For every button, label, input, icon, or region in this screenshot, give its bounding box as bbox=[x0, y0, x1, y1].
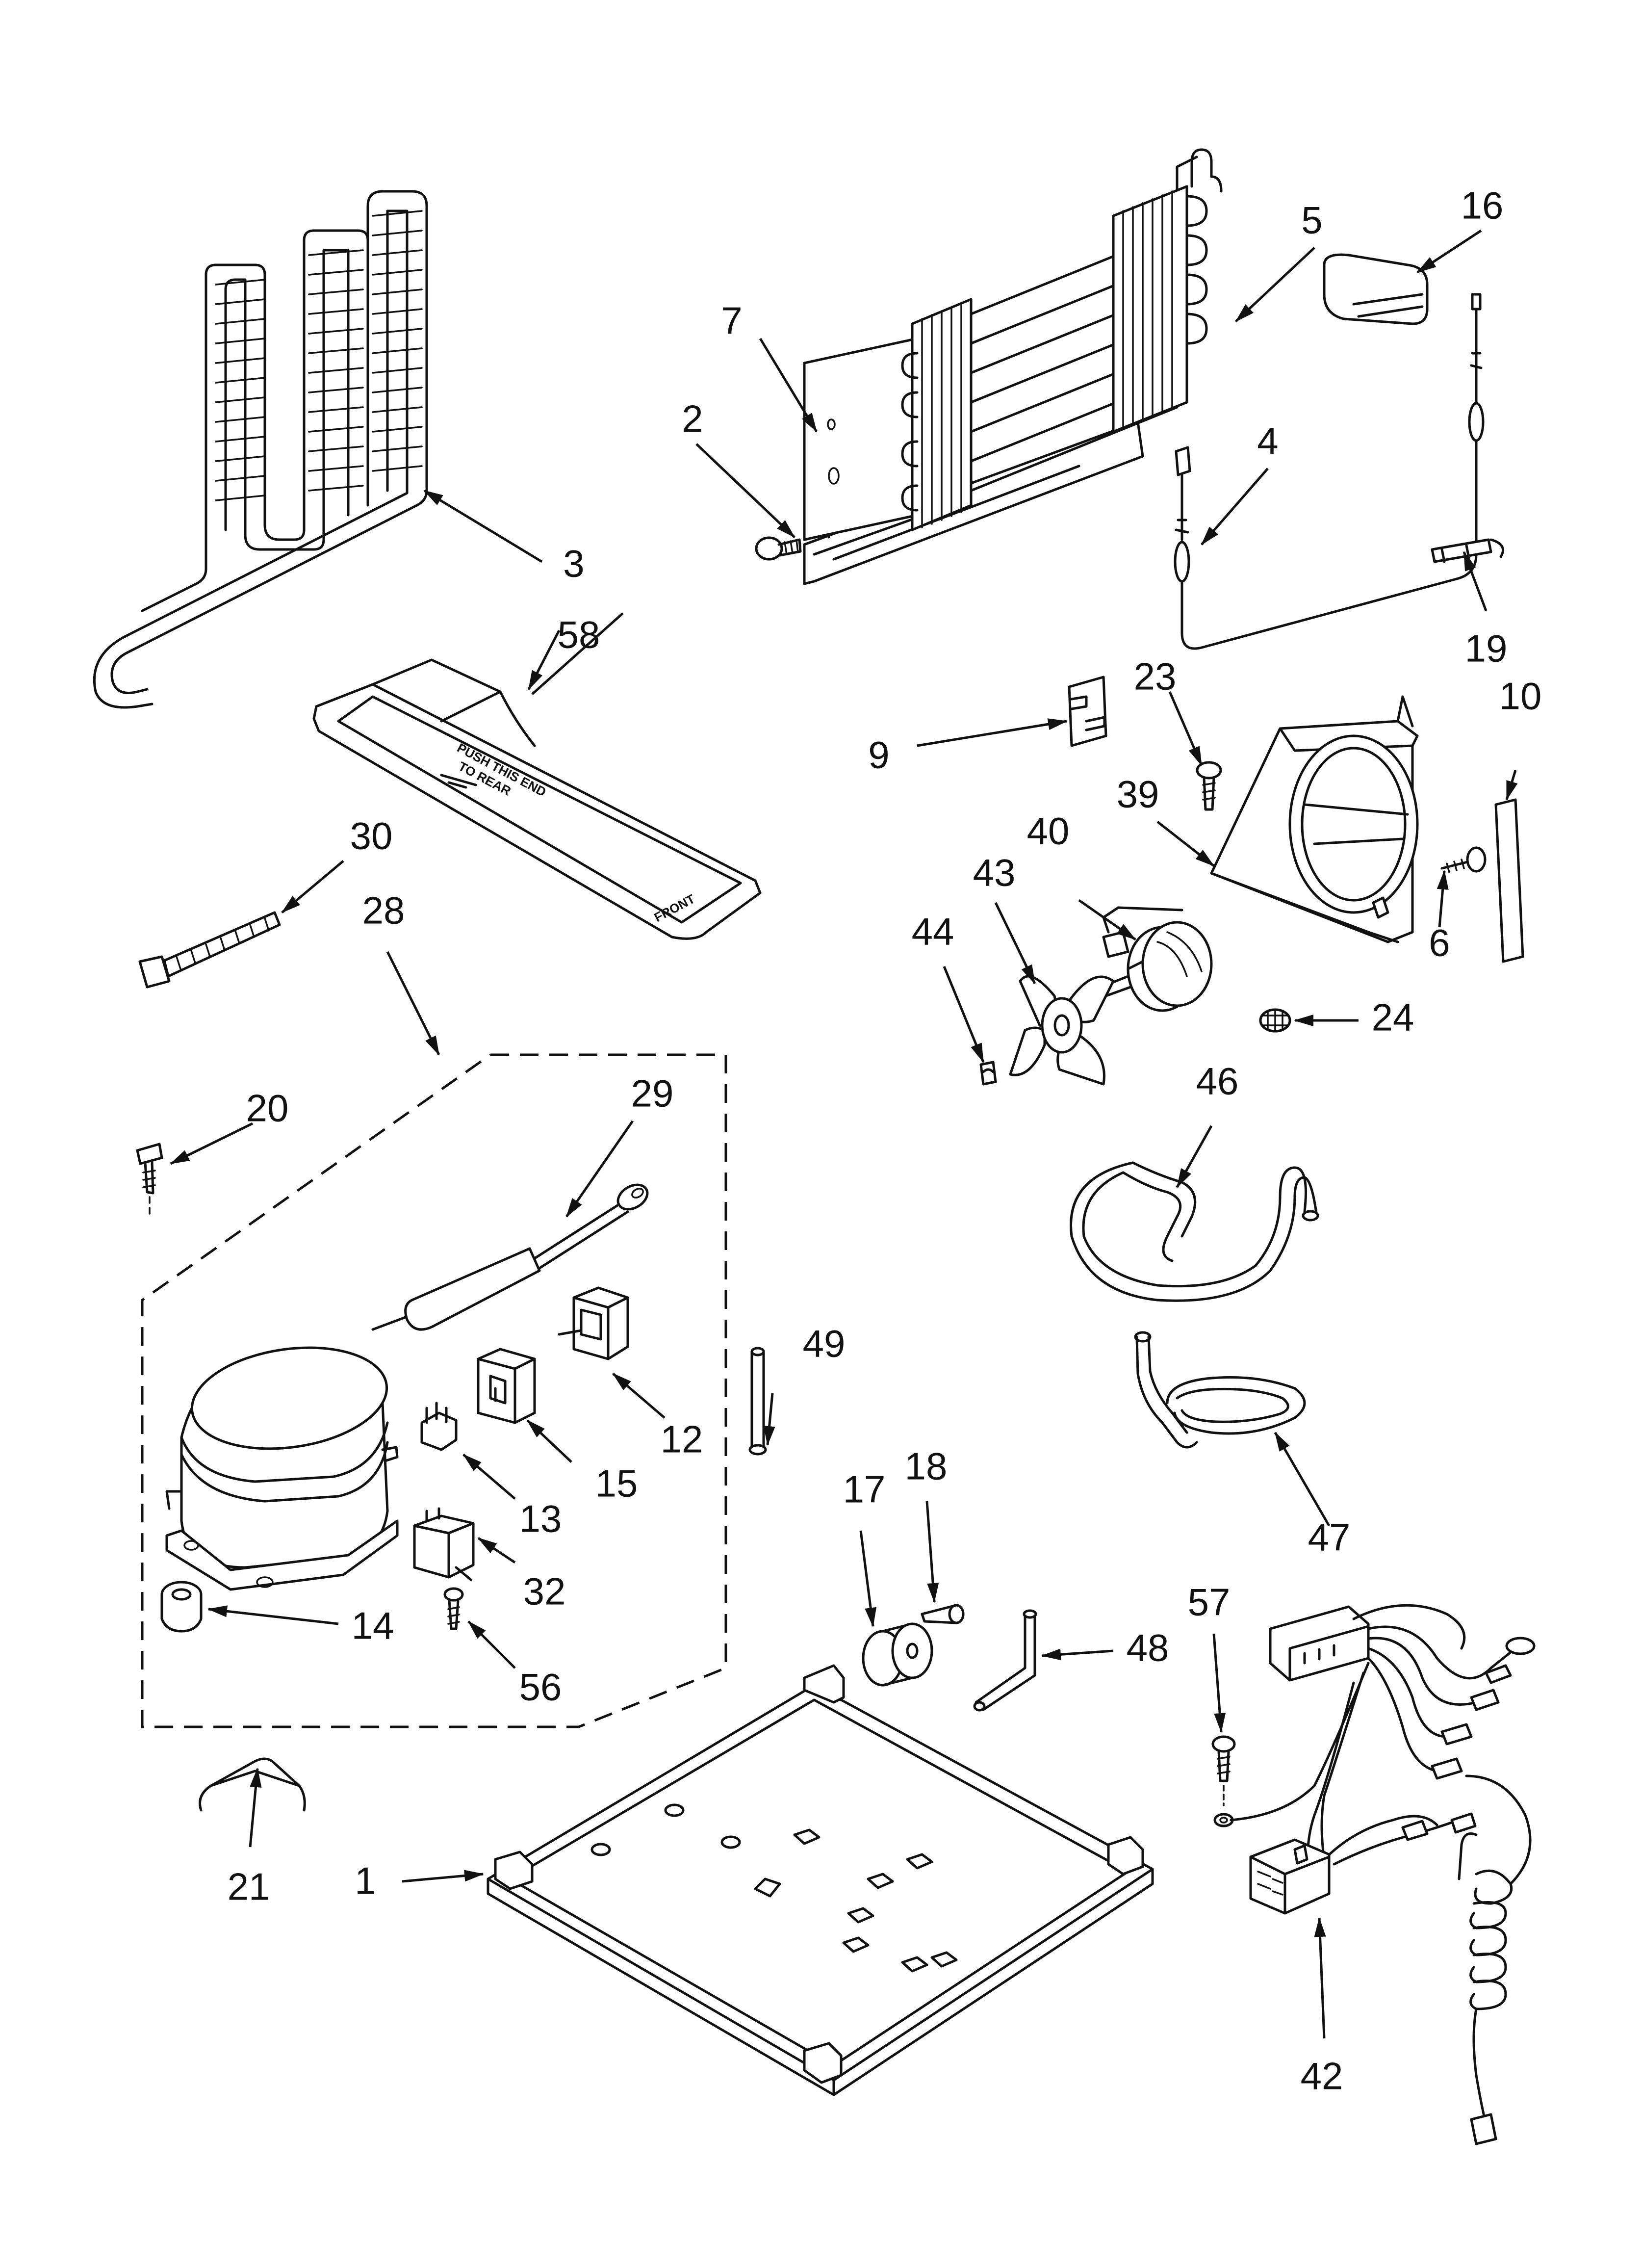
bracket-9 bbox=[1068, 676, 1107, 747]
drain-tube-47 bbox=[1134, 1331, 1306, 1449]
evaporator bbox=[803, 148, 1223, 585]
label-part-29: 29 bbox=[631, 1072, 674, 1115]
roller-17 bbox=[862, 1622, 933, 1687]
label-part-43: 43 bbox=[973, 851, 1016, 894]
screw-6 bbox=[1440, 846, 1487, 873]
label-part-58: 58 bbox=[558, 613, 600, 656]
screw-20 bbox=[136, 1143, 163, 1218]
label-part-17: 17 bbox=[843, 1468, 886, 1511]
label-part-3: 3 bbox=[563, 542, 584, 585]
fan-blade-43 bbox=[1009, 975, 1115, 1086]
label-part-13: 13 bbox=[519, 1497, 562, 1540]
cap-16 bbox=[1323, 253, 1429, 325]
label-part-16: 16 bbox=[1461, 184, 1504, 227]
screw-56 bbox=[443, 1587, 464, 1630]
cable-tie-30 bbox=[138, 911, 281, 989]
label-part-57: 57 bbox=[1188, 1581, 1231, 1624]
label-part-5: 5 bbox=[1301, 199, 1322, 242]
condenser-coil bbox=[93, 190, 428, 709]
label-part-32: 32 bbox=[523, 1570, 566, 1613]
label-part-47: 47 bbox=[1308, 1516, 1351, 1559]
label-part-18: 18 bbox=[905, 1445, 948, 1488]
label-part-24: 24 bbox=[1372, 996, 1414, 1039]
screw-2 bbox=[755, 536, 802, 561]
label-part-4: 4 bbox=[1257, 419, 1278, 463]
drier-29 bbox=[371, 1183, 649, 1331]
label-part-39: 39 bbox=[1117, 773, 1159, 816]
compressor bbox=[165, 1346, 399, 1591]
leader-lines bbox=[170, 229, 1518, 2039]
label-part-9: 9 bbox=[868, 733, 889, 777]
label-part-28: 28 bbox=[362, 889, 405, 932]
thermistor-4 bbox=[1174, 293, 1485, 650]
label-part-19: 19 bbox=[1465, 627, 1508, 670]
base-pan-1 bbox=[487, 1664, 1154, 2096]
axle-18 bbox=[921, 1604, 965, 1624]
terminal-13 bbox=[420, 1402, 458, 1451]
part-labels: 1 2 3 4 5 6 7 9 10 12 13 14 15 16 17 18 … bbox=[228, 184, 1542, 2098]
screw-23 bbox=[1196, 761, 1222, 811]
label-part-20: 20 bbox=[246, 1087, 289, 1130]
drip-tray-58: PUSH THIS END TO REAR FRONT bbox=[312, 658, 762, 940]
wire-harness-42 bbox=[1230, 1604, 1536, 2145]
grommet-24 bbox=[1259, 1008, 1291, 1033]
cover-32 bbox=[413, 1507, 475, 1581]
grommet-14 bbox=[160, 1581, 203, 1633]
clip-21 bbox=[199, 1757, 306, 1812]
label-part-30: 30 bbox=[350, 814, 393, 858]
label-part-15: 15 bbox=[595, 1462, 638, 1505]
label-part-56: 56 bbox=[519, 1666, 562, 1709]
screw-57 bbox=[1211, 1735, 1236, 1827]
label-part-21: 21 bbox=[228, 1865, 270, 1908]
label-part-2: 2 bbox=[682, 397, 703, 441]
clip-44 bbox=[979, 1061, 997, 1086]
label-part-49: 49 bbox=[803, 1322, 846, 1365]
fan-motor-40 bbox=[1102, 906, 1213, 1012]
label-part-42: 42 bbox=[1301, 2055, 1343, 2098]
pin-49 bbox=[748, 1347, 767, 1456]
compressor-kit-outline bbox=[141, 1053, 727, 1728]
label-part-7: 7 bbox=[721, 299, 742, 342]
drain-hose-46 bbox=[1070, 1161, 1319, 1302]
label-part-10: 10 bbox=[1499, 675, 1542, 718]
label-part-44: 44 bbox=[912, 910, 954, 953]
label-part-14: 14 bbox=[352, 1604, 394, 1647]
label-part-46: 46 bbox=[1196, 1060, 1239, 1103]
relay-12 bbox=[558, 1286, 629, 1360]
strip-10 bbox=[1494, 798, 1524, 963]
fan-shroud-39 bbox=[1210, 695, 1419, 943]
label-part-40: 40 bbox=[1027, 809, 1070, 853]
start-device-15 bbox=[477, 1348, 536, 1424]
label-part-23: 23 bbox=[1134, 655, 1177, 698]
label-part-1: 1 bbox=[355, 1859, 376, 1903]
label-part-48: 48 bbox=[1127, 1626, 1169, 1669]
bent-pin-48 bbox=[973, 1609, 1037, 1712]
label-part-12: 12 bbox=[661, 1418, 703, 1461]
label-part-6: 6 bbox=[1429, 921, 1450, 965]
